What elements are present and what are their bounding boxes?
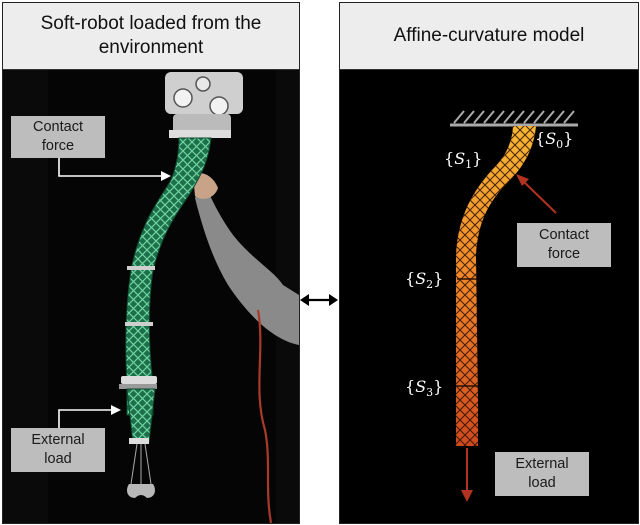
segment-label-s1: {S1} <box>444 149 483 172</box>
contact-force-label-right-line1: Contact <box>539 227 589 243</box>
right-title: Affine-curvature model <box>393 25 585 46</box>
segment-label-s3: {S3} <box>405 377 444 400</box>
external-load-label-left: External load <box>11 428 105 472</box>
left-title-line2: environment <box>98 37 204 58</box>
actuator-head <box>165 72 243 138</box>
contact-force-label-right-line2: force <box>547 246 581 262</box>
external-load-label-right-line2: load <box>528 475 556 491</box>
left-panel-title: Soft-robot loaded from the environment <box>3 3 299 70</box>
external-load-label-left-line1: External <box>31 432 85 448</box>
contact-force-label-left-line2: force <box>41 138 75 154</box>
external-load-arrow-right <box>461 448 473 502</box>
external-load-label-right-line1: External <box>515 456 569 472</box>
segment-label-s2: {S2} <box>405 269 444 292</box>
hanging-load <box>127 484 155 498</box>
segment-index-s2: 2 <box>426 278 434 292</box>
external-load-label-right: External load <box>495 452 589 496</box>
hatched-ground-icon <box>450 110 578 127</box>
left-panel: Soft-robot loaded from the environment <box>2 2 300 524</box>
segment-symbol-s3: S <box>415 377 427 396</box>
double-arrow-icon <box>300 294 338 306</box>
external-load-label-left-line2: load <box>44 451 72 467</box>
contact-force-label-left-line1: Contact <box>33 119 83 135</box>
human-arm <box>195 180 299 345</box>
segment-symbol-s1: S <box>454 149 466 168</box>
right-panel-title: Affine-curvature model <box>340 3 638 70</box>
left-title-line1: Soft-robot loaded from the <box>40 13 262 34</box>
contact-force-arrow-right <box>516 174 557 214</box>
contact-force-arrow-left <box>58 156 171 181</box>
segment-label-s0: {S0} <box>535 129 574 152</box>
segment-symbol-s2: S <box>415 269 427 288</box>
cable <box>256 309 273 523</box>
right-panel: Affine-curvature model <box>339 2 639 524</box>
segment-index-s0: 0 <box>556 138 564 152</box>
segment-index-s3: 3 <box>426 386 434 400</box>
contact-force-label-right: Contact force <box>517 223 611 267</box>
segment-index-s1: 1 <box>465 158 473 172</box>
contact-force-label-left: Contact force <box>11 116 105 158</box>
segment-symbol-s0: S <box>545 129 557 148</box>
affine-curvature-model <box>450 110 578 502</box>
